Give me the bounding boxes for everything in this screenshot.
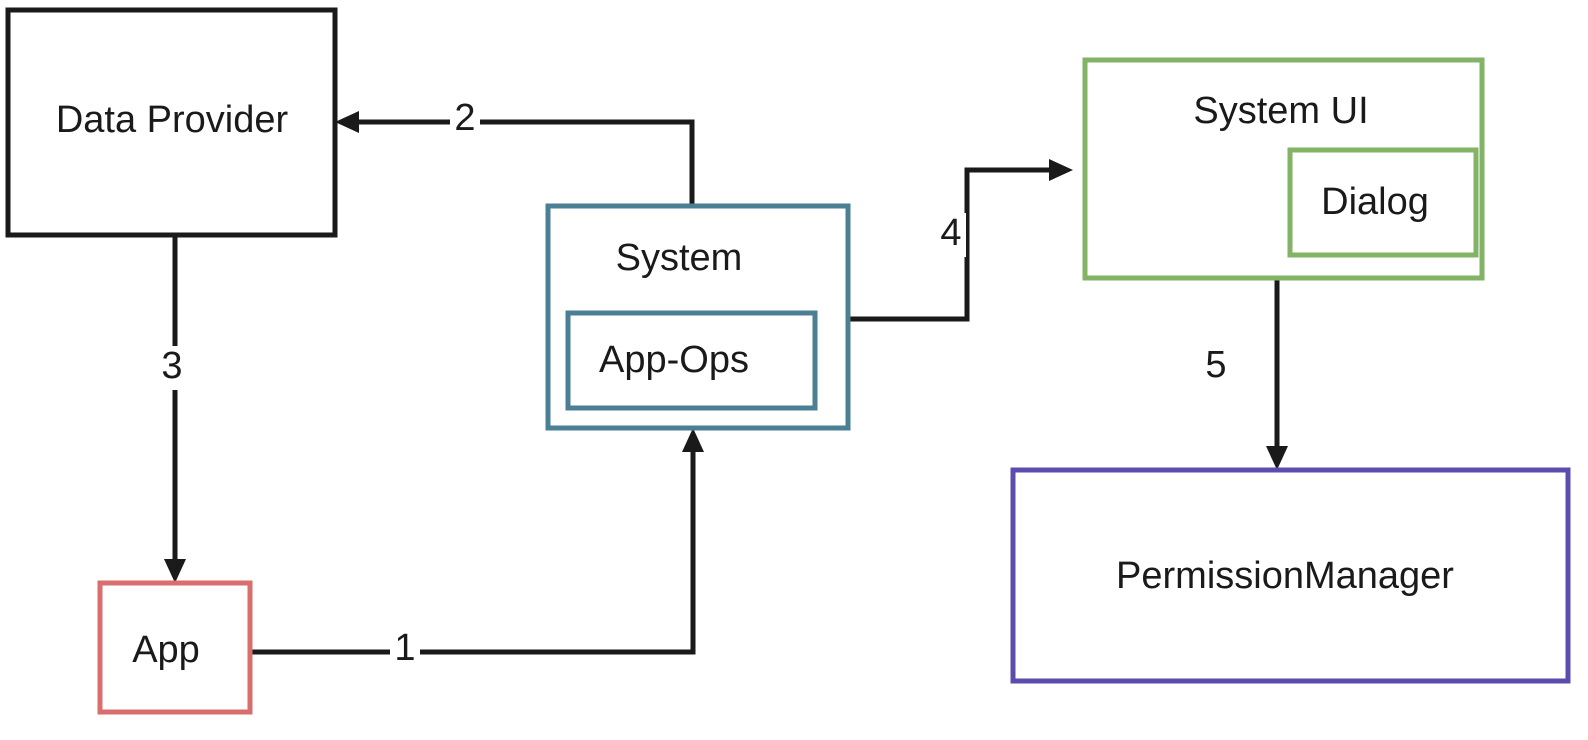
node-permission-manager[interactable]: PermissionManager bbox=[1010, 467, 1571, 684]
node-label-dialog: Dialog bbox=[1321, 181, 1429, 223]
arrow-head-icon bbox=[1049, 159, 1073, 181]
node-app-ops[interactable]: App-Ops bbox=[565, 310, 818, 411]
node-app[interactable]: App bbox=[97, 580, 253, 715]
node-box-app[interactable] bbox=[97, 580, 253, 715]
edge-line-2 bbox=[347, 119, 695, 206]
edge-label-group-5: 5 bbox=[1201, 344, 1231, 389]
edge-label-group-2: 2 bbox=[450, 97, 480, 142]
node-label-system-ui: System UI bbox=[1193, 90, 1368, 132]
node-box-permission-manager[interactable] bbox=[1010, 467, 1571, 684]
edge-line-1 bbox=[250, 440, 696, 655]
edge-4 bbox=[848, 159, 1073, 322]
edge-2 bbox=[335, 111, 695, 206]
node-label-app: App bbox=[132, 629, 200, 671]
edge-label-2: 2 bbox=[454, 97, 475, 139]
edge-label-backing bbox=[936, 213, 966, 257]
arrow-head-icon bbox=[682, 428, 704, 452]
edge-label-1: 1 bbox=[394, 627, 415, 669]
edge-label-backing bbox=[450, 98, 480, 142]
node-label-system: System bbox=[616, 237, 743, 279]
arrow-head-icon bbox=[335, 111, 359, 133]
edge-label-3: 3 bbox=[161, 345, 182, 387]
node-data-provider[interactable]: Data Provider bbox=[5, 7, 338, 238]
edge-label-backing bbox=[157, 346, 187, 390]
node-dialog[interactable]: Dialog bbox=[1287, 147, 1479, 258]
node-box-data-provider[interactable] bbox=[5, 7, 338, 238]
node-box-dialog[interactable] bbox=[1287, 147, 1479, 258]
edge-label-4: 4 bbox=[940, 212, 961, 254]
edge-labels-layer: 1 2 3 4 5 bbox=[157, 97, 1231, 672]
edge-3 bbox=[164, 235, 186, 583]
node-label-permission-manager: PermissionManager bbox=[1116, 555, 1454, 597]
node-label-app-ops: App-Ops bbox=[599, 339, 749, 381]
arrow-head-icon bbox=[164, 559, 186, 583]
edge-label-group-4: 4 bbox=[936, 212, 966, 257]
edge-1 bbox=[250, 428, 704, 655]
edges-layer bbox=[164, 111, 1288, 655]
edge-label-group-3: 3 bbox=[157, 345, 187, 390]
edge-label-group-1: 1 bbox=[390, 627, 420, 672]
edge-line-4 bbox=[848, 167, 1061, 322]
edge-label-backing bbox=[390, 628, 420, 672]
edge-label-5: 5 bbox=[1205, 344, 1226, 386]
edge-5 bbox=[1266, 278, 1288, 470]
arrow-head-icon bbox=[1266, 446, 1288, 470]
edge-label-backing bbox=[1201, 345, 1231, 389]
node-box-app-ops[interactable] bbox=[565, 310, 818, 411]
node-label-data-provider: Data Provider bbox=[56, 99, 289, 141]
